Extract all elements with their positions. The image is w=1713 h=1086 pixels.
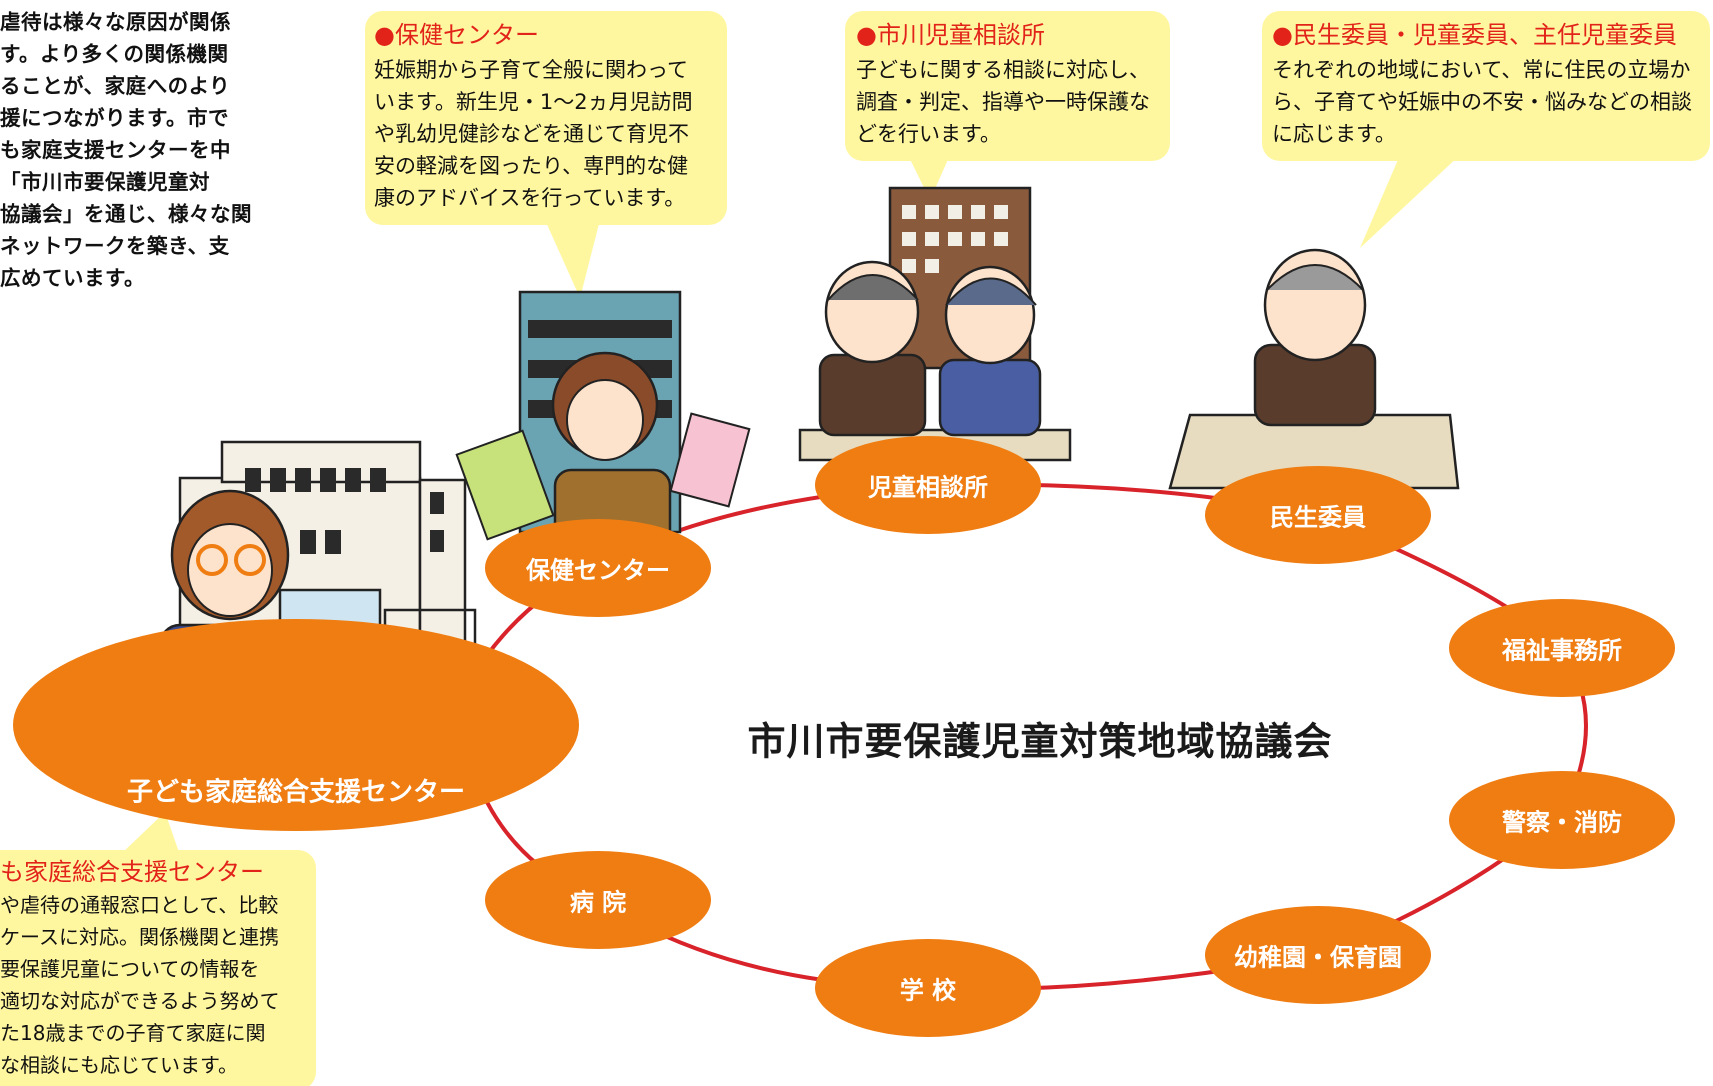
bubble-center-text: も家庭総合支援センター や虐待の通報窓口として、比較 ケースに対応。関係機関と連… bbox=[0, 855, 316, 1081]
node-label-youchien[interactable]: 幼稚園・保育園 bbox=[1234, 943, 1402, 972]
bubble-line: に応じます。 bbox=[1272, 122, 1396, 146]
node-gakkou[interactable] bbox=[815, 939, 1041, 1037]
node-minsei[interactable] bbox=[1205, 466, 1431, 564]
bubble-hoken bbox=[365, 11, 727, 298]
bubble-jidou-text: ●市川児童相談所 子どもに関する相談に対応し、 調査・判定、指導や一時保護な ど… bbox=[856, 18, 1150, 150]
bubble-title: も家庭総合支援センター bbox=[0, 858, 264, 886]
intro-line: も家庭支援センターを中 bbox=[0, 138, 231, 162]
intro-line: す。より多くの関係機関 bbox=[0, 42, 229, 66]
bubble-minsei-text: ●民生委員・児童委員、主任児童委員 それぞれの地域において、常に住民の立場か ら… bbox=[1272, 18, 1692, 150]
bubble-line: ら、子育てや妊娠中の不安・悩みなどの相談 bbox=[1272, 90, 1692, 114]
bubble-title: ●民生委員・児童委員、主任児童委員 bbox=[1272, 21, 1677, 49]
person-hoken-staff bbox=[455, 351, 751, 552]
bubble-line: や乳幼児健診などを通じて育児不 bbox=[374, 122, 689, 146]
node-hoken[interactable] bbox=[485, 519, 711, 617]
person-minsei bbox=[1253, 248, 1377, 427]
node-byouin[interactable] bbox=[485, 851, 711, 949]
bubble-minsei bbox=[1262, 11, 1710, 248]
intro-line: ることが、家庭へのより bbox=[0, 74, 231, 98]
bubble-title: ●保健センター bbox=[374, 21, 539, 49]
intro-line: 協議会」を通じ、様々な関 bbox=[0, 202, 252, 226]
bubble-line: 康のアドバイスを行っています。 bbox=[374, 186, 686, 210]
node-label-hoken[interactable]: 保健センター bbox=[526, 556, 670, 585]
person-jidou-woman bbox=[938, 265, 1042, 437]
bubble-line: 子どもに関する相談に対応し、 bbox=[856, 58, 1150, 82]
node-label-keisatsu[interactable]: 警察・消防 bbox=[1502, 808, 1622, 837]
intro-text: 虐待は様々な原因が関係 す。より多くの関係機関 ることが、家庭へのより 援につな… bbox=[0, 6, 272, 294]
node-keisatsu[interactable] bbox=[1449, 771, 1675, 869]
node-label-gakkou[interactable]: 学 校 bbox=[899, 976, 957, 1005]
bubble-line: 要保護児童についての情報を bbox=[0, 957, 260, 981]
node-kodomo[interactable] bbox=[13, 619, 579, 831]
node-label-byouin[interactable]: 病 院 bbox=[569, 888, 627, 917]
intro-line: 広めています。 bbox=[0, 266, 145, 290]
bubble-line: それぞれの地域において、常に住民の立場か bbox=[1272, 58, 1691, 82]
node-label-jidou[interactable]: 児童相談所 bbox=[868, 473, 988, 502]
node-fukushi[interactable] bbox=[1449, 599, 1675, 697]
council-title: 市川市要保護児童対策地域協議会 bbox=[747, 719, 1333, 764]
intro-line: 援につながります。市で bbox=[0, 106, 229, 130]
node-label-fukushi[interactable]: 福祉事務所 bbox=[1502, 636, 1622, 665]
bubble-line: や虐待の通報窓口として、比較 bbox=[0, 893, 279, 917]
node-youchien[interactable] bbox=[1205, 906, 1431, 1004]
ring-line bbox=[468, 482, 1588, 992]
intro-line: 「市川市要保護児童対 bbox=[0, 170, 210, 194]
bubble-jidou bbox=[845, 11, 1170, 200]
bubble-center bbox=[0, 812, 316, 1086]
bubble-hoken-text: ●保健センター 妊娠期から子育て全般に関わって います。新生児・1〜2ヵ月児訪問… bbox=[374, 18, 693, 214]
bubble-line: 調査・判定、指導や一時保護な bbox=[856, 90, 1150, 114]
bubble-line: 妊娠期から子育て全般に関わって bbox=[374, 58, 688, 82]
node-jidou[interactable] bbox=[815, 436, 1041, 534]
bubble-line: 安の軽減を図ったり、専門的な健 bbox=[374, 154, 689, 178]
node-label-kodomo[interactable]: 子ども家庭総合支援センター bbox=[126, 777, 466, 808]
intro-line: 虐待は様々な原因が関係 bbox=[0, 10, 231, 34]
bubble-line: います。新生児・1〜2ヵ月児訪問 bbox=[374, 90, 693, 114]
bubble-line: た18歳までの子育て家庭に関 bbox=[0, 1021, 266, 1045]
bubble-line: 適切な対応ができるよう努めて bbox=[0, 989, 280, 1013]
bubble-line: ケースに対応。関係機関と連携 bbox=[0, 925, 279, 949]
bubble-title: ●市川児童相談所 bbox=[856, 21, 1045, 49]
intro-line: ネットワークを築き、支 bbox=[0, 234, 230, 258]
bubble-line: な相談にも応じています。 bbox=[0, 1053, 238, 1077]
node-label-minsei[interactable]: 民生委員 bbox=[1270, 503, 1366, 532]
person-jidou-man bbox=[818, 260, 927, 437]
bubble-line: どを行います。 bbox=[856, 122, 1001, 146]
